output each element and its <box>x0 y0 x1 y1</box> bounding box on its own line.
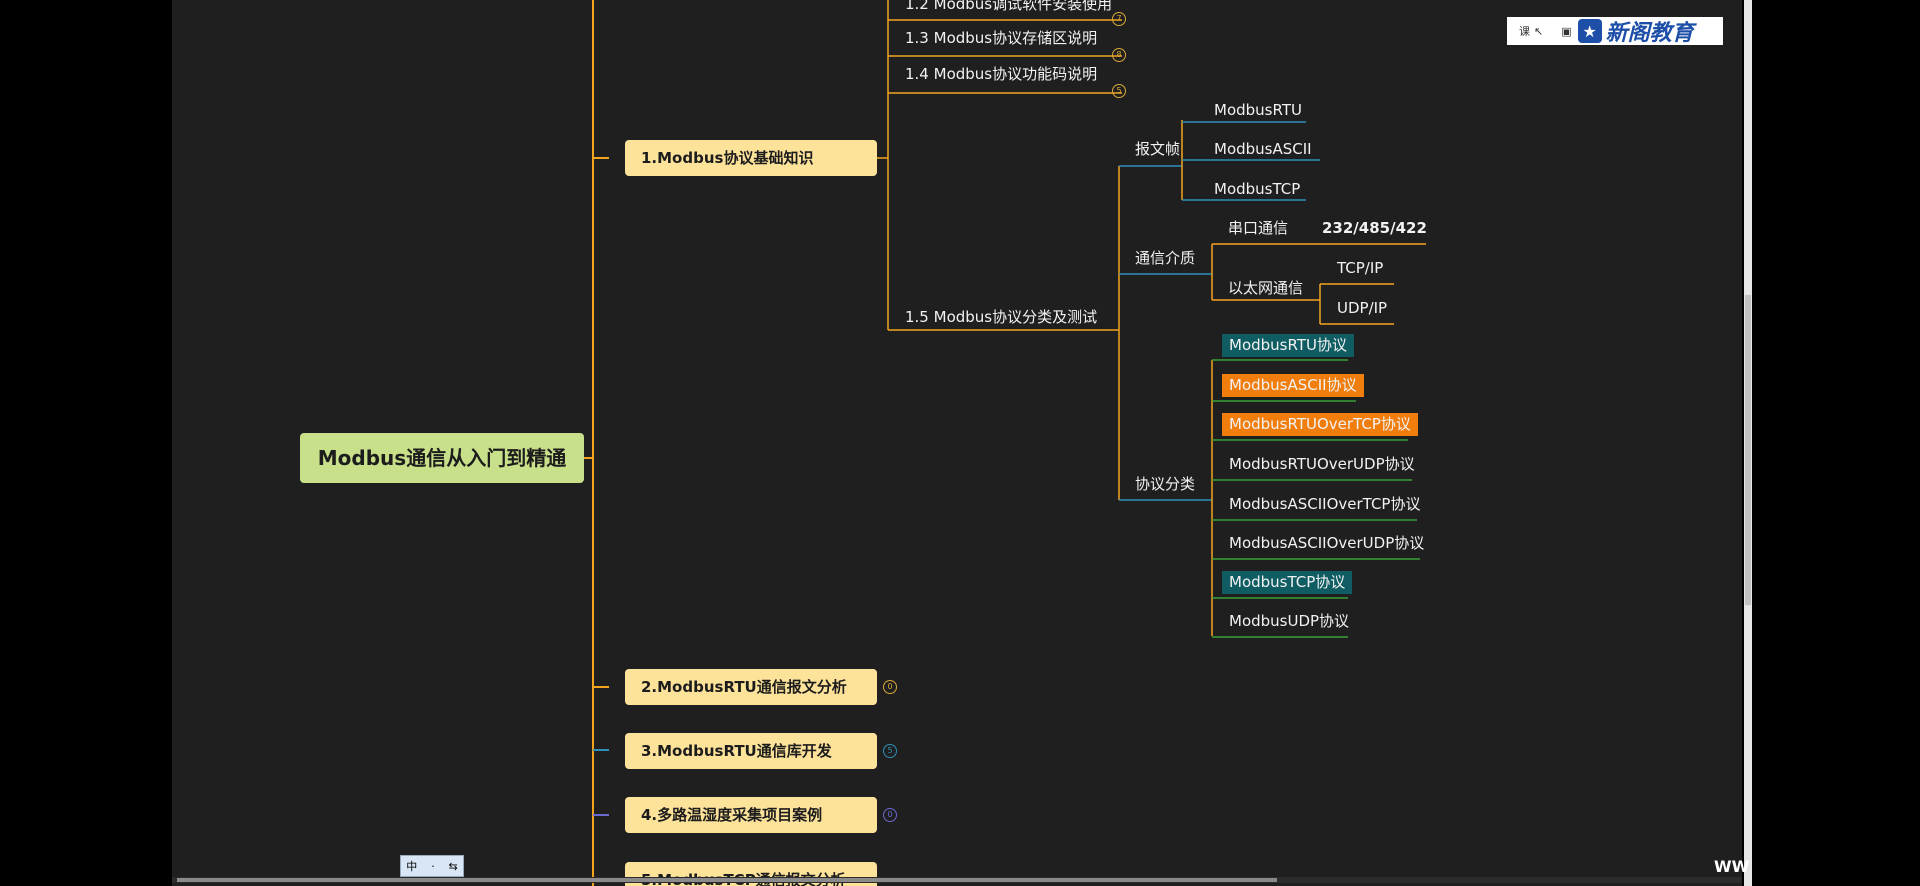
vertical-scrollbar-thumb[interactable] <box>1745 295 1751 605</box>
item-label: ModbusUDP协议 <box>1229 612 1350 630</box>
collapse-indicator-icon[interactable]: 0 <box>883 808 897 822</box>
category-item-rtu[interactable]: ModbusRTU协议 <box>1222 334 1354 357</box>
ime-mode[interactable]: 中 <box>406 860 418 873</box>
item-label: ModbusASCIIOverTCP协议 <box>1229 495 1421 513</box>
collapse-indicator-icon[interactable]: 7 <box>1112 12 1126 26</box>
item-label: 串口通信 <box>1228 219 1289 237</box>
medium-serial[interactable]: 串口通信 <box>1228 221 1288 236</box>
brand-name: 新阁教育 <box>1605 21 1694 46</box>
item-label: ModbusRTU <box>1214 101 1302 119</box>
cursor-icon: ↖ <box>1534 24 1544 38</box>
brand-logo-icon: ★ <box>1577 19 1602 43</box>
category-item-ascii-over-udp[interactable]: ModbusASCIIOverUDP协议 <box>1222 532 1431 555</box>
sub-topic-1-3[interactable]: 1.3 Modbus协议存储区说明 <box>905 31 1097 46</box>
item-label: ModbusRTU协议 <box>1229 336 1347 354</box>
root-topic[interactable]: Modbus通信从入门到精通 <box>300 433 584 483</box>
root-topic-label: Modbus通信从入门到精通 <box>317 446 567 470</box>
item-label: ModbusASCIIOverUDP协议 <box>1229 534 1425 552</box>
item-label: ModbusRTUOverTCP协议 <box>1229 415 1411 433</box>
horizontal-scrollbar-thumb[interactable] <box>177 878 1277 882</box>
protocol-udp-ip[interactable]: UDP/IP <box>1337 301 1387 316</box>
topic-category[interactable]: 协议分类 <box>1135 477 1195 492</box>
ime-punct[interactable]: ㆍ <box>427 860 438 873</box>
sub-topic-label: 1.2 Modbus调试软件安装使用 <box>905 0 1113 13</box>
sub-topic-label: 1.4 Modbus协议功能码说明 <box>905 65 1098 83</box>
frame-item-ascii[interactable]: ModbusASCII <box>1214 142 1312 157</box>
mindmap-canvas[interactable]: Modbus通信从入门到精通 1.Modbus协议基础知识 2.ModbusRT… <box>172 0 1742 886</box>
connector-lines <box>583 0 1426 886</box>
sub-topic-1-4[interactable]: 1.4 Modbus协议功能码说明 <box>905 67 1097 82</box>
branch-label: 4.多路温湿度采集项目案例 <box>641 805 823 824</box>
frame-item-tcp[interactable]: ModbusTCP <box>1214 182 1300 197</box>
topic-label: 协议分类 <box>1135 475 1196 493</box>
topic-label: 报文帧 <box>1135 140 1181 158</box>
item-label: 以太网通信 <box>1228 279 1304 297</box>
category-item-udp[interactable]: ModbusUDP协议 <box>1222 610 1356 633</box>
branch-basics[interactable]: 1.Modbus协议基础知识 <box>625 140 877 176</box>
protocol-tcp-ip[interactable]: TCP/IP <box>1337 261 1383 276</box>
branch-label: 3.ModbusRTU通信库开发 <box>641 741 832 760</box>
item-label: ModbusTCP协议 <box>1229 573 1346 591</box>
item-label: ModbusTCP <box>1214 180 1301 198</box>
ime-switch[interactable]: ⇆ <box>448 859 458 873</box>
medium-serial-value[interactable]: 232/485/422 <box>1322 221 1427 236</box>
collapse-indicator-icon[interactable]: 5 <box>883 744 897 758</box>
item-label: ModbusASCII协议 <box>1229 376 1357 394</box>
corner-text: WW <box>1714 857 1750 876</box>
branch-rtu-message[interactable]: 2.ModbusRTU通信报文分析 <box>625 669 877 705</box>
category-item-rtu-over-udp[interactable]: ModbusRTUOverUDP协议 <box>1222 453 1422 476</box>
topic-frame[interactable]: 报文帧 <box>1135 142 1180 157</box>
sub-topic-1-5[interactable]: 1.5 Modbus协议分类及测试 <box>905 310 1097 325</box>
category-item-ascii-over-tcp[interactable]: ModbusASCIIOverTCP协议 <box>1222 493 1427 516</box>
collapse-indicator-icon[interactable]: 8 <box>1112 48 1126 62</box>
topic-medium[interactable]: 通信介质 <box>1135 251 1195 266</box>
collapse-indicator-icon[interactable]: 5 <box>1112 84 1126 98</box>
category-item-tcp[interactable]: ModbusTCP协议 <box>1222 571 1353 594</box>
frame-item-rtu[interactable]: ModbusRTU <box>1214 103 1302 118</box>
item-label: UDP/IP <box>1337 299 1388 317</box>
branch-label: 2.ModbusRTU通信报文分析 <box>641 677 847 696</box>
item-label: TCP/IP <box>1337 259 1384 277</box>
branch-rtu-library[interactable]: 3.ModbusRTU通信库开发 <box>625 733 877 769</box>
sub-topic-label: 1.3 Modbus协议存储区说明 <box>905 29 1098 47</box>
collapse-indicator-icon[interactable]: 0 <box>883 680 897 694</box>
screen-icon: ▣ <box>1561 24 1572 38</box>
item-label: 232/485/422 <box>1322 219 1427 237</box>
item-label: ModbusRTUOverUDP协议 <box>1229 455 1415 473</box>
horizontal-scrollbar[interactable] <box>172 877 1742 883</box>
item-label: ModbusASCII <box>1214 140 1312 158</box>
sub-topic-1-2[interactable]: 1.2 Modbus调试软件安装使用 <box>905 0 1112 12</box>
sub-topic-label: 1.5 Modbus协议分类及测试 <box>905 308 1098 326</box>
branch-label: 1.Modbus协议基础知识 <box>641 148 814 167</box>
medium-ethernet[interactable]: 以太网通信 <box>1228 281 1303 296</box>
ime-toolbar[interactable]: 中 ㆍ ⇆ <box>400 855 464 877</box>
branch-sensor-project[interactable]: 4.多路温湿度采集项目案例 <box>625 797 877 833</box>
category-item-rtu-over-tcp[interactable]: ModbusRTUOverTCP协议 <box>1222 413 1418 436</box>
watermark-left-text: 课 <box>1519 25 1530 38</box>
category-item-ascii[interactable]: ModbusASCII协议 <box>1222 374 1364 397</box>
topic-label: 通信介质 <box>1135 249 1196 267</box>
brand-watermark: 课 ↖ ▣ ★ 新阁教育 <box>1507 17 1723 46</box>
